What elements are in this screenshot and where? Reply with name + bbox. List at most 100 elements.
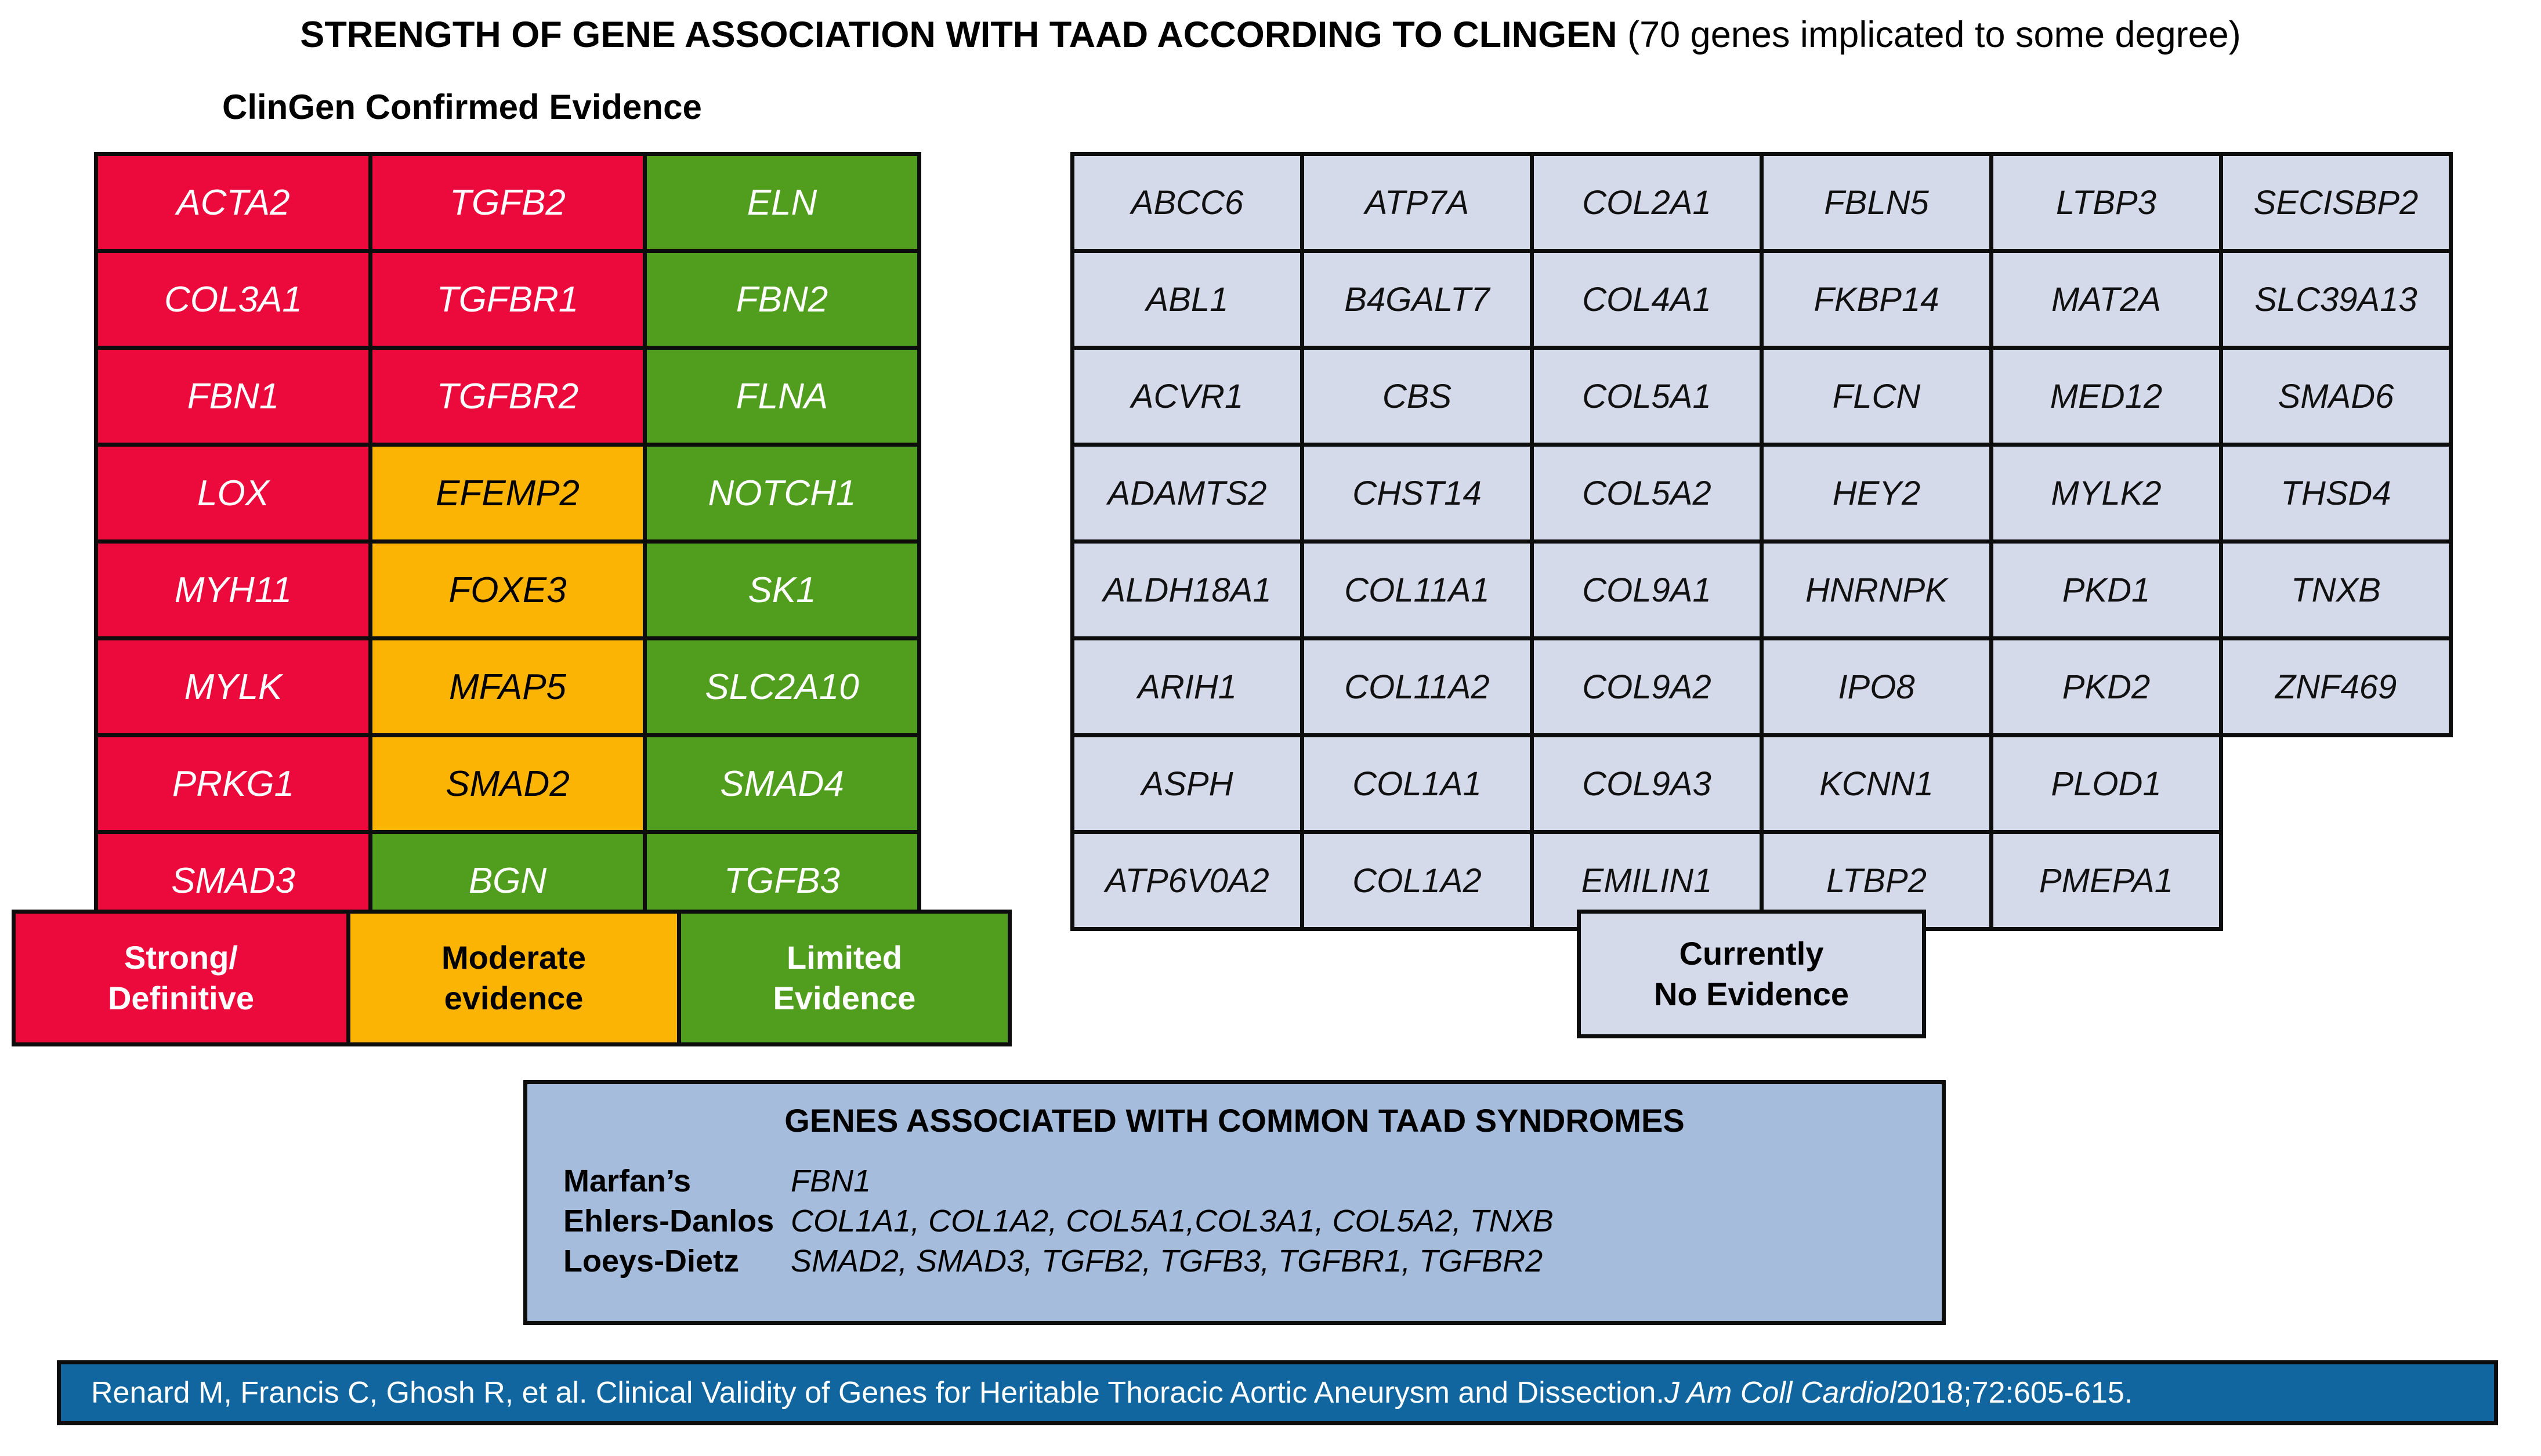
gene-cell: COL11A2 — [1300, 636, 1534, 737]
gene-cell: PKD2 — [1989, 636, 2223, 737]
empty-cell — [2221, 736, 2451, 832]
legend-item-line2: Definitive — [107, 980, 255, 1016]
syndromes-panel-title: GENES ASSOCIATED WITH COMMON TAAD SYNDRO… — [784, 1102, 1685, 1139]
gene-cell: SLC39A13 — [2219, 249, 2453, 350]
gene-cell: ATP7A — [1300, 152, 1534, 253]
no-evidence-legend-line2: No Evidence — [1653, 976, 1849, 1012]
gene-cell: COL2A1 — [1530, 152, 1764, 253]
gene-cell: FKBP14 — [1760, 249, 1993, 350]
no-evidence-legend-line1: Currently — [1679, 935, 1824, 972]
syndrome-row: Loeys-Dietz SMAD2, SMAD3, TGFB2, TGFB3, T… — [563, 1241, 1942, 1281]
gene-cell: COL1A1 — [1300, 733, 1534, 834]
figure-title-parenthetical: (70 genes implicated to some degree) — [1617, 15, 2241, 55]
gene-cell: COL4A1 — [1530, 249, 1764, 350]
gene-cell: LOX — [94, 443, 372, 544]
gene-cell: SMAD4 — [643, 733, 921, 834]
gene-cell: SMAD2 — [368, 733, 647, 834]
gene-cell: SK1 — [643, 539, 921, 640]
gene-cell: MFAP5 — [368, 636, 647, 737]
gene-cell: ELN — [643, 152, 921, 253]
syndrome-name: Loeys-Dietz — [563, 1244, 740, 1279]
gene-cell: B4GALT7 — [1300, 249, 1534, 350]
gene-cell: ACTA2 — [94, 152, 372, 253]
syndrome-name: Marfan’s — [563, 1164, 692, 1198]
gene-cell: SLC2A10 — [643, 636, 921, 737]
gene-cell: PLOD1 — [1989, 733, 2223, 834]
gene-cell: FBLN5 — [1760, 152, 1993, 253]
legend-item-line1: Strong/ — [124, 939, 238, 976]
syndrome-genes: COL1A1, COL1A2, COL5A1,COL3A1, COL5A2, T… — [791, 1204, 1554, 1239]
citation-text-before: Renard M, Francis C, Ghosh R, et al. Cli… — [91, 1376, 1664, 1410]
citation-journal-name: J Am Coll Cardiol — [1664, 1376, 1896, 1410]
gene-cell: FOXE3 — [368, 539, 647, 640]
legend-item-line2: evidence — [444, 980, 584, 1016]
gene-cell: HEY2 — [1760, 443, 1993, 544]
gene-cell: FBN2 — [643, 249, 921, 350]
syndrome-row: Marfan’s FBN1 — [563, 1161, 1942, 1201]
gene-cell: LTBP3 — [1989, 152, 2223, 253]
confirmed-evidence-subtitle: ClinGen Confirmed Evidence — [222, 88, 702, 126]
gene-cell: COL9A1 — [1530, 539, 1764, 640]
citation-text-after: 2018;72:605-615. — [1896, 1376, 2133, 1410]
legend-item-strong: Strong/Definitive — [16, 914, 346, 1042]
no-evidence-legend: Currently No Evidence — [1577, 910, 1926, 1038]
gene-cell: CHST14 — [1300, 443, 1534, 544]
gene-cell: COL5A1 — [1530, 346, 1764, 447]
gene-cell: TGFB2 — [368, 152, 647, 253]
gene-cell: KCNN1 — [1760, 733, 1993, 834]
syndrome-genes: SMAD2, SMAD3, TGFB2, TGFB3, TGFBR1, TGFB… — [791, 1244, 1543, 1279]
gene-cell: IPO8 — [1760, 636, 1993, 737]
gene-cell: COL11A1 — [1300, 539, 1534, 640]
legend-item-line1: Limited — [786, 939, 903, 976]
syndrome-genes: FBN1 — [791, 1164, 871, 1198]
syndrome-name: Ehlers-Danlos — [563, 1204, 774, 1239]
gene-cell: NOTCH1 — [643, 443, 921, 544]
syndrome-row: Ehlers-Danlos COL1A1, COL1A2, COL5A1,COL3… — [563, 1201, 1942, 1241]
gene-cell: MYH11 — [94, 539, 372, 640]
legend-item-line1: Moderate — [441, 939, 586, 976]
gene-cell: TGFBR1 — [368, 249, 647, 350]
gene-cell: TNXB — [2219, 539, 2453, 640]
evidence-level-legend: Strong/Definitive Moderate evidence Limited… — [12, 910, 1012, 1046]
gene-cell: ALDH18A1 — [1070, 539, 1304, 640]
empty-cell — [2221, 832, 2451, 929]
gene-cell: COL1A2 — [1300, 830, 1534, 931]
common-taad-syndromes-panel: GENES ASSOCIATED WITH COMMON TAAD SYNDRO… — [523, 1080, 1946, 1325]
gene-cell: THSD4 — [2219, 443, 2453, 544]
gene-cell: ADAMTS2 — [1070, 443, 1304, 544]
gene-cell: MYLK — [94, 636, 372, 737]
gene-cell: PRKG1 — [94, 733, 372, 834]
legend-item-moderate: Moderate evidence — [346, 914, 677, 1042]
gene-cell: FLNA — [643, 346, 921, 447]
gene-cell: COL9A2 — [1530, 636, 1764, 737]
gene-cell: PKD1 — [1989, 539, 2223, 640]
figure-title-main: STRENGTH OF GENE ASSOCIATION WITH TAAD A… — [300, 15, 1617, 55]
gene-cell: TGFBR2 — [368, 346, 647, 447]
gene-cell: COL5A2 — [1530, 443, 1764, 544]
legend-item-line2: Evidence — [773, 980, 916, 1016]
gene-cell: PMEPA1 — [1989, 830, 2223, 931]
gene-cell: MYLK2 — [1989, 443, 2223, 544]
gene-cell: EFEMP2 — [368, 443, 647, 544]
gene-cell: HNRNPK — [1760, 539, 1993, 640]
gene-cell: ARIH1 — [1070, 636, 1304, 737]
gene-cell: COL3A1 — [94, 249, 372, 350]
